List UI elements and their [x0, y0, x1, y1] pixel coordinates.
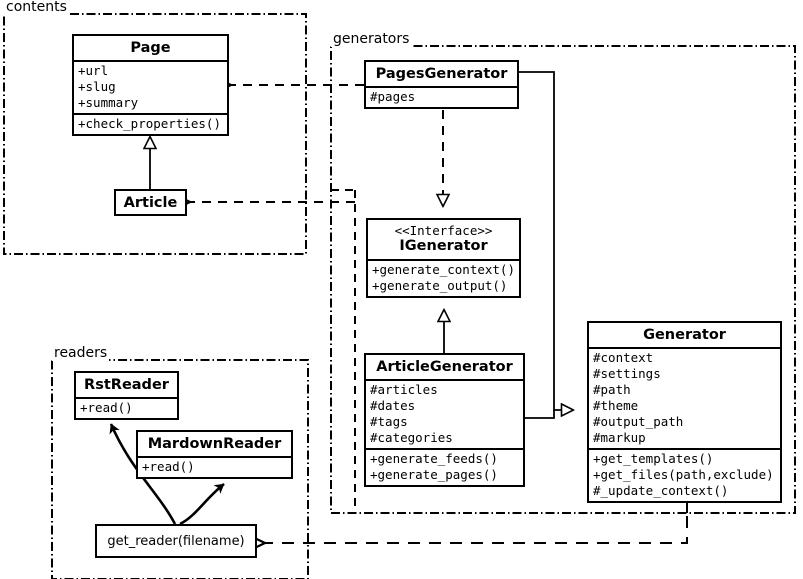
class-box-mardown-reader[interactable]: MardownReader +read()	[136, 430, 293, 480]
pkg-border-generators	[330, 45, 796, 514]
class-attribute: +summary	[78, 95, 139, 111]
class-name-article: Article	[123, 194, 178, 211]
class-attribute: +slug	[78, 79, 116, 95]
class-name-mardown-reader: MardownReader	[147, 436, 282, 452]
class-attribute: #settings	[593, 366, 661, 382]
package-label-readers: readers	[52, 345, 110, 361]
class-name-page: Page	[130, 40, 171, 56]
class-operation: +get_files(path,exclude)	[593, 467, 774, 483]
class-attribute: #articles	[370, 382, 438, 398]
class-box-page[interactable]: Page +url +slug +summary +check_properti…	[72, 34, 229, 137]
class-operation: +read()	[80, 400, 133, 416]
class-operations-article-generator: +generate_feeds() +generate_pages()	[366, 448, 523, 485]
edge-getreader-to-mardownreader	[179, 482, 225, 526]
class-name-igenerator: <<Interface>> IGenerator	[368, 220, 519, 259]
package-label-contents: contents	[4, 0, 69, 15]
class-attribute: #tags	[370, 414, 408, 430]
class-attribute: #markup	[593, 430, 646, 446]
class-attribute: #output_path	[593, 414, 684, 430]
class-stereotype-igenerator: <<Interface>>	[394, 223, 493, 238]
class-operations-mardown-reader: +read()	[138, 456, 291, 477]
class-operation: +generate_context()	[372, 261, 515, 277]
class-operation: +get_templates()	[593, 451, 714, 467]
class-attributes-article-generator: #articles #dates #tags #categories	[366, 379, 523, 448]
class-attribute: #pages	[370, 89, 416, 105]
class-box-igenerator[interactable]: <<Interface>> IGenerator +generate_conte…	[366, 218, 521, 298]
class-attributes-generator: #context #settings #path #theme #output_…	[589, 347, 780, 448]
class-box-pages-generator[interactable]: PagesGenerator #pages	[364, 60, 519, 110]
class-name-rst-reader: RstReader	[84, 377, 169, 393]
edge-getreader-to-rstreader	[109, 423, 177, 525]
class-operation: +read()	[142, 459, 195, 475]
class-attributes-page: +url +slug +summary	[74, 60, 227, 113]
class-box-article[interactable]: Article	[114, 189, 187, 216]
pkg-border-readers	[51, 359, 309, 579]
class-attribute: #dates	[370, 398, 416, 414]
edge-generator-to-getreader	[265, 495, 688, 543]
class-attribute: #path	[593, 382, 631, 398]
class-operation: +generate_pages()	[370, 467, 498, 483]
class-attribute: #categories	[370, 430, 453, 446]
class-name-text: IGenerator	[399, 238, 488, 255]
function-name-get-reader: get_reader(filename)	[107, 533, 245, 549]
function-box-get-reader[interactable]: get_reader(filename)	[95, 524, 257, 558]
edge-articlegenerator-to-generator	[525, 410, 555, 419]
class-attributes-pages-generator: #pages	[366, 86, 517, 107]
class-operation: +generate_feeds()	[370, 451, 498, 467]
class-operations-page: +check_properties()	[74, 113, 227, 134]
pkg-border-contents	[3, 13, 307, 255]
class-box-rst-reader[interactable]: RstReader +read()	[74, 371, 179, 421]
package-label-generators: generators	[331, 31, 412, 47]
class-box-generator[interactable]: Generator #context #settings #path #them…	[587, 321, 782, 504]
class-operations-generator: +get_templates() +get_files(path,exclude…	[589, 448, 780, 501]
class-name-generator: Generator	[643, 327, 726, 343]
class-name-article-generator: ArticleGenerator	[376, 359, 513, 375]
class-operation: +generate_output()	[372, 277, 508, 293]
class-attribute: +url	[78, 63, 109, 79]
class-operation: +check_properties()	[78, 116, 221, 132]
class-operations-rst-reader: +read()	[76, 397, 177, 418]
class-name-pages-generator: PagesGenerator	[375, 66, 508, 82]
edge-pagesgenerator-to-generator	[519, 71, 573, 410]
class-box-article-generator[interactable]: ArticleGenerator #articles #dates #tags …	[364, 353, 525, 488]
class-operation: #_update_context()	[593, 483, 729, 499]
class-operations-igenerator: +generate_context() +generate_output()	[368, 258, 519, 296]
class-attribute: #context	[593, 350, 654, 366]
class-attribute: #theme	[593, 398, 639, 414]
